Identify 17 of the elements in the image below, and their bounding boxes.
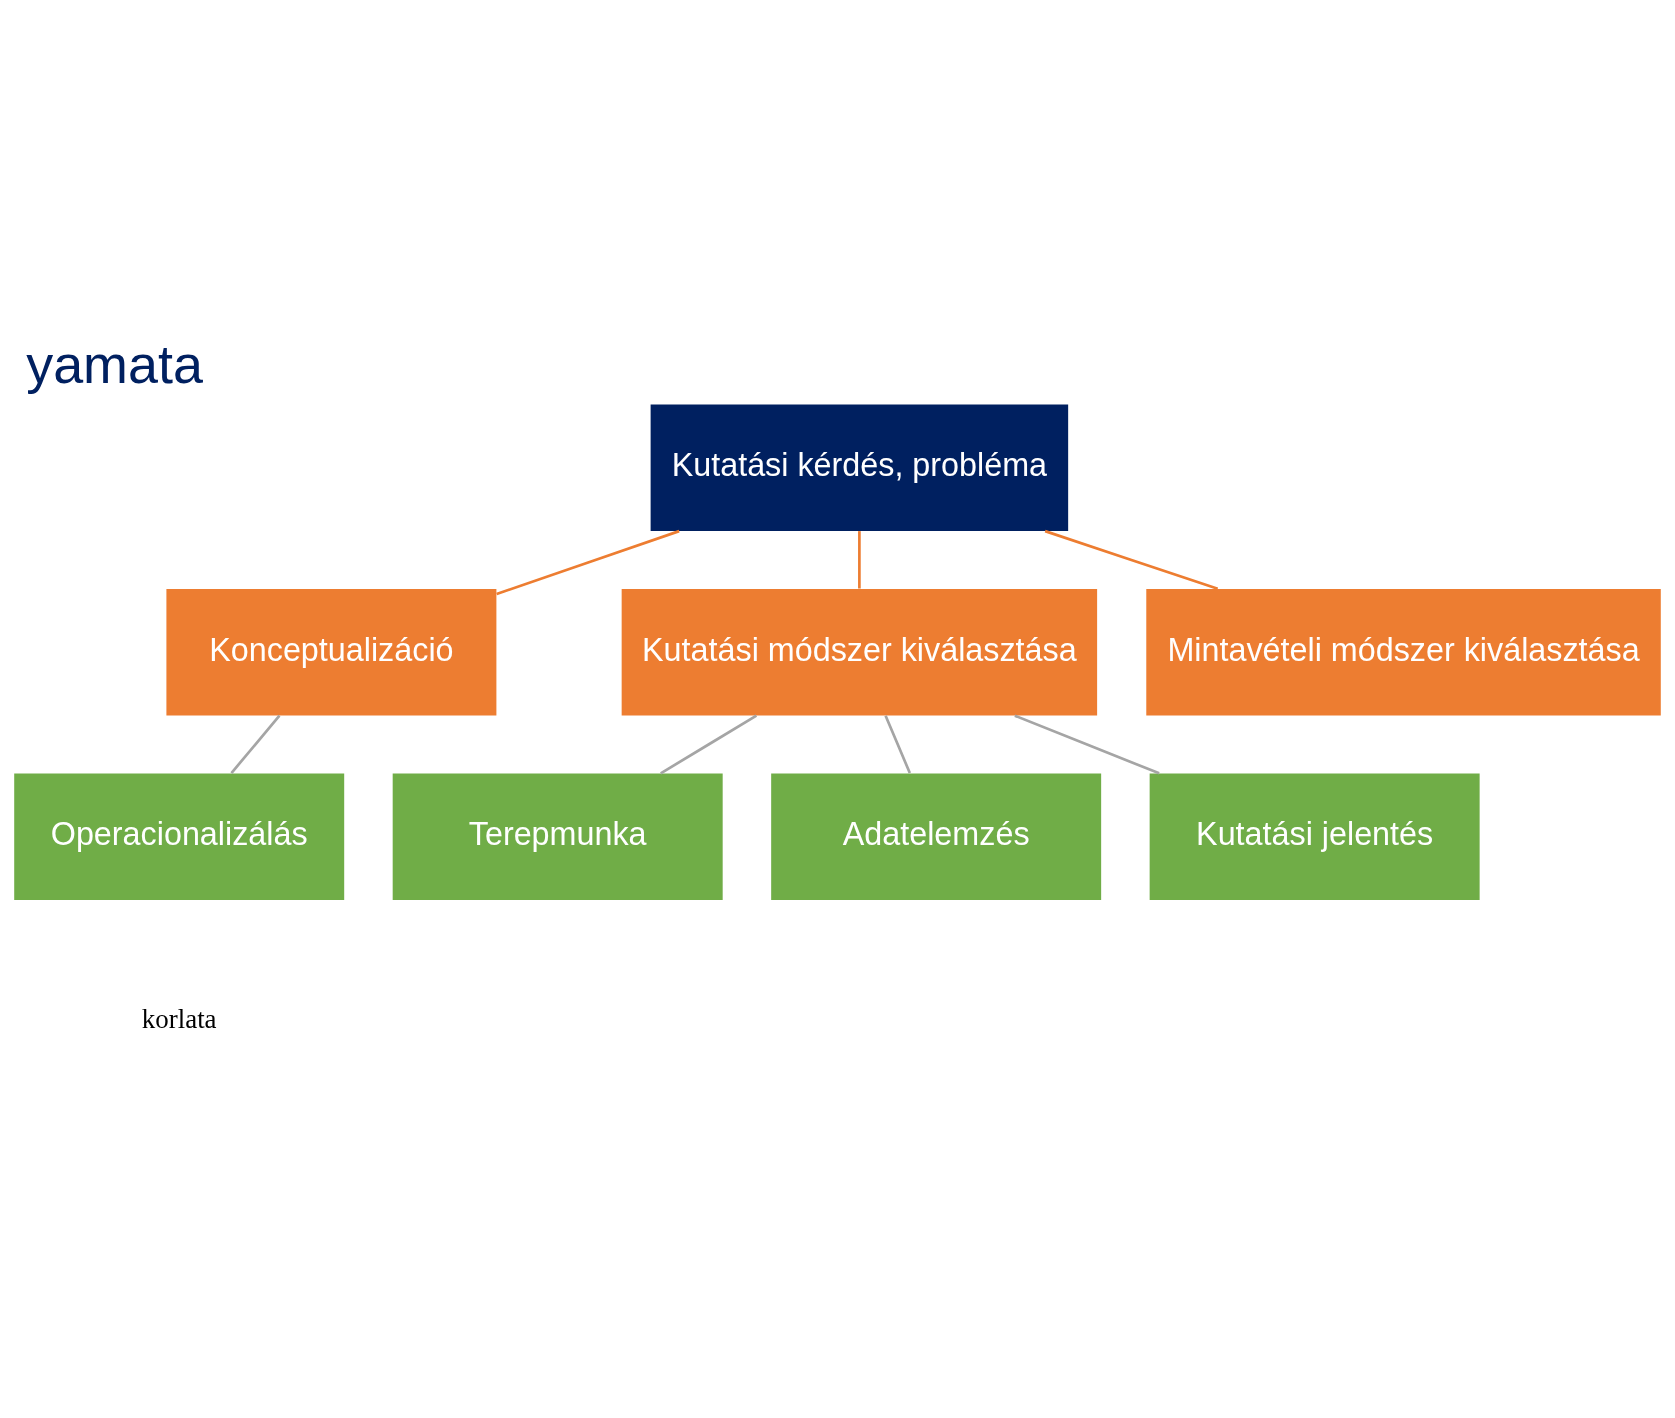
- node-box: Kutatási jelentés: [1149, 773, 1480, 900]
- node-box: Kutatási kérdés, probléma: [650, 403, 1069, 531]
- connector: [230, 714, 281, 774]
- connector: [1044, 529, 1219, 590]
- diagram-title: yamata: [26, 333, 203, 394]
- node-box: Konceptualizáció: [166, 588, 497, 716]
- node-box: Adatelemzés: [771, 773, 1102, 900]
- connector: [496, 529, 680, 595]
- node-box: Mintavételi módszer kiválasztása: [1146, 588, 1661, 716]
- connector: [858, 530, 861, 588]
- node-box: Terepmunka: [392, 773, 723, 900]
- connector: [884, 714, 912, 774]
- connector: [660, 714, 758, 774]
- node-box: Operacionalizálás: [14, 773, 345, 900]
- label: korlata: [141, 1003, 217, 1034]
- connector: [1014, 713, 1160, 775]
- node-box: Kutatási módszer kiválasztása: [621, 588, 1098, 716]
